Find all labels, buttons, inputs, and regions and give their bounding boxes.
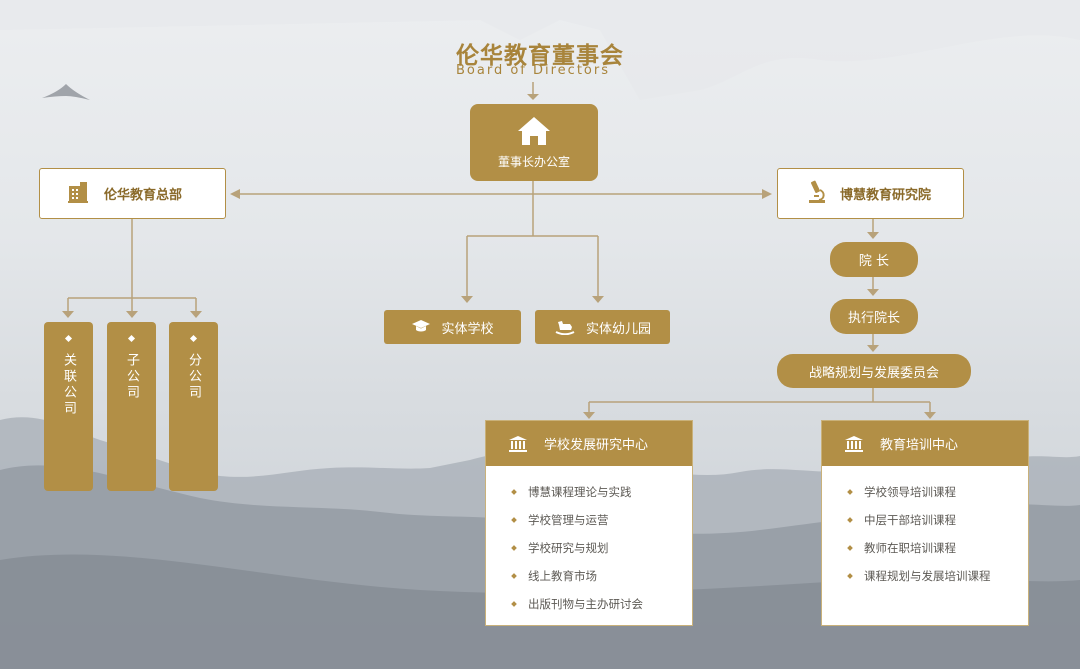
chair-office-node: 董事长办公室 [470, 104, 598, 181]
list-item: 学校管理与运营 [486, 506, 692, 534]
subsidiary-label: 子公司 [124, 353, 139, 401]
education-training-center-header: 教育培训中心 [822, 421, 1028, 466]
chair-office-label: 董事长办公室 [497, 155, 570, 169]
school-node: 实体学校 [384, 310, 521, 344]
page-title: 伦华教育董事会 [456, 43, 624, 69]
institution-icon [508, 435, 528, 453]
strategy-committee-node: 战略规划与发展委员会 [777, 354, 971, 388]
institute-label: 博慧教育研究院 [840, 188, 932, 203]
education-training-center-list: 学校领导培训课程 中层干部培训课程 教师在职培训课程 课程规划与发展培训课程 [822, 466, 1028, 590]
list-item: 教师在职培训课程 [822, 534, 1028, 562]
school-development-center-header: 学校发展研究中心 [486, 421, 692, 466]
education-training-center-title: 教育培训中心 [880, 438, 959, 453]
list-item: 学校领导培训课程 [822, 478, 1028, 506]
page-subtitle: Board of Directors [456, 63, 610, 78]
affiliate-company-label: 关联公司 [61, 353, 76, 417]
school-development-center-list: 博慧课程理论与实践 学校管理与运营 学校研究与规划 线上教育市场 出版刊物与主办… [486, 466, 692, 618]
building-icon [66, 180, 90, 208]
school-label: 实体学校 [441, 321, 494, 337]
rocking-horse-icon [554, 319, 576, 335]
headquarters-label: 伦华教育总部 [104, 188, 183, 203]
list-item: 课程规划与发展培训课程 [822, 562, 1028, 590]
graduation-cap-icon [411, 319, 431, 335]
institute-node: 博慧教育研究院 [777, 168, 964, 219]
list-item: 线上教育市场 [486, 562, 692, 590]
headquarters-node: 伦华教育总部 [39, 168, 226, 219]
list-item: 博慧课程理论与实践 [486, 478, 692, 506]
dean-node: 院 长 [830, 242, 918, 277]
affiliate-company-node: 关联公司 [44, 322, 93, 491]
education-training-center-card: 教育培训中心 学校领导培训课程 中层干部培训课程 教师在职培训课程 课程规划与发… [821, 420, 1029, 626]
school-development-center-title: 学校发展研究中心 [544, 438, 649, 453]
kindergarten-node: 实体幼儿园 [535, 310, 670, 344]
home-icon [516, 115, 552, 150]
list-item: 中层干部培训课程 [822, 506, 1028, 534]
list-item: 出版刊物与主办研讨会 [486, 590, 692, 618]
branch-company-node: 分公司 [169, 322, 218, 491]
microscope-icon [806, 180, 828, 208]
school-development-center-card: 学校发展研究中心 博慧课程理论与实践 学校管理与运营 学校研究与规划 线上教育市… [485, 420, 693, 626]
executive-dean-node: 执行院长 [830, 299, 918, 334]
subsidiary-node: 子公司 [107, 322, 156, 491]
list-item: 学校研究与规划 [486, 534, 692, 562]
institution-icon [844, 435, 864, 453]
branch-company-label: 分公司 [186, 353, 201, 401]
kindergarten-label: 实体幼儿园 [585, 321, 651, 337]
bird-icon [42, 84, 90, 100]
